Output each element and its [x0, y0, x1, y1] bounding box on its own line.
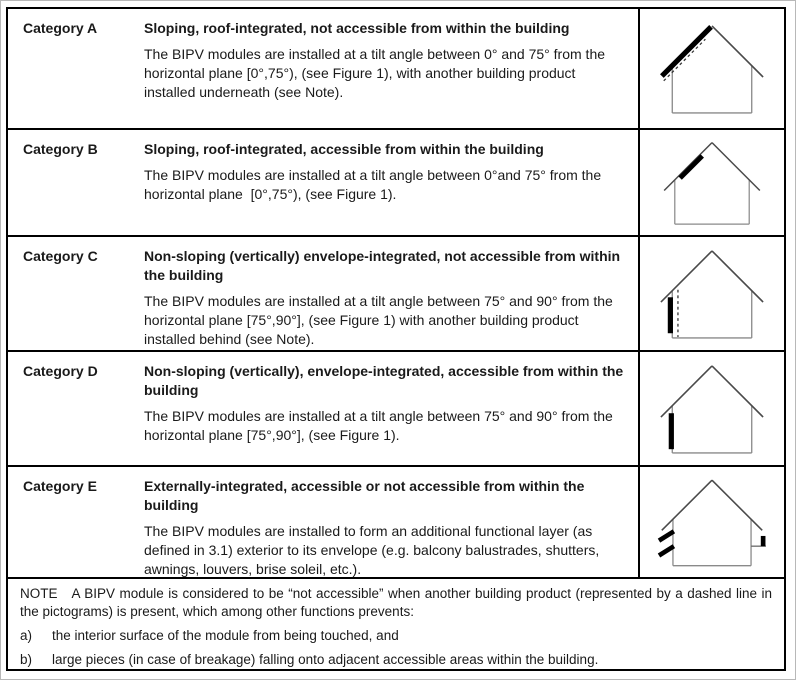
pictogram-cell — [638, 130, 784, 235]
category-description: The BIPV modules are installed at a tilt… — [144, 293, 617, 347]
category-label: Category D — [23, 363, 98, 379]
category-heading: Non-sloping (vertically), envelope-integ… — [144, 363, 624, 398]
table-row-category-b: Category B Sloping, roof-integrated, acc… — [8, 130, 784, 237]
text-cell: Category E Externally-integrated, access… — [8, 467, 638, 577]
category-heading: Sloping, roof-integrated, not accessible… — [144, 20, 570, 36]
table-row-category-e: Category E Externally-integrated, access… — [8, 467, 784, 579]
house-roof-module-mid-slope-icon — [663, 142, 761, 225]
pictogram-cell — [638, 237, 784, 350]
note-text: A BIPV module is considered to be “not a… — [20, 586, 772, 619]
table-row-category-c: Category C Non-sloping (vertically) enve… — [8, 237, 784, 352]
note-item-text: the interior surface of the module from … — [52, 628, 399, 643]
pictogram-cell — [638, 352, 784, 465]
text-cell: Category A Sloping, roof-integrated, not… — [8, 9, 638, 128]
note-item-b: b) large pieces (in case of breakage) fa… — [20, 651, 772, 669]
house-external-louvers-and-balcony-module-icon — [657, 479, 766, 567]
category-heading: Non-sloping (vertically) envelope-integr… — [144, 248, 621, 283]
table-row-category-d: Category D Non-sloping (vertically), env… — [8, 352, 784, 467]
category-heading: Sloping, roof-integrated, accessible fro… — [144, 141, 544, 157]
note-item-marker: b) — [20, 652, 33, 667]
category-heading: Externally-integrated, accessible or not… — [144, 478, 585, 513]
house-wall-module-icon — [660, 365, 764, 454]
category-content: Externally-integrated, accessible or not… — [144, 467, 638, 577]
pictogram-cell — [638, 9, 784, 128]
note-item-text: large pieces (in case of breakage) falli… — [52, 652, 599, 667]
house-roof-module-full-slope-with-dashed-underlay-icon — [660, 25, 764, 114]
category-description: The BIPV modules are installed at a tilt… — [144, 408, 617, 443]
category-description: The BIPV modules are installed to form a… — [144, 523, 604, 577]
text-cell: Category B Sloping, roof-integrated, acc… — [8, 130, 638, 235]
category-label: Category A — [23, 20, 98, 36]
note-label: NOTE — [20, 586, 58, 601]
text-cell: Category C Non-sloping (vertically) enve… — [8, 237, 638, 350]
text-cell: Category D Non-sloping (vertically), env… — [8, 352, 638, 465]
category-content: Non-sloping (vertically), envelope-integ… — [144, 352, 638, 465]
table-row-category-a: Category A Sloping, roof-integrated, not… — [8, 9, 784, 130]
category-description: The BIPV modules are installed at a tilt… — [144, 46, 609, 100]
bipv-category-table: Category A Sloping, roof-integrated, not… — [6, 7, 786, 671]
category-content: Sloping, roof-integrated, not accessible… — [144, 9, 638, 128]
category-label: Category B — [23, 141, 98, 157]
category-content: Non-sloping (vertically) envelope-integr… — [144, 237, 638, 350]
note-item-marker: a) — [20, 628, 33, 643]
pictogram-cell — [638, 467, 784, 577]
category-description: The BIPV modules are installed at a tilt… — [144, 167, 606, 202]
note-item-a: a) the interior surface of the module fr… — [20, 627, 772, 645]
category-content: Sloping, roof-integrated, accessible fro… — [144, 130, 638, 235]
category-label: Category C — [23, 248, 98, 264]
category-label: Category E — [23, 478, 97, 494]
house-wall-module-with-dashed-backing-icon — [660, 250, 764, 339]
